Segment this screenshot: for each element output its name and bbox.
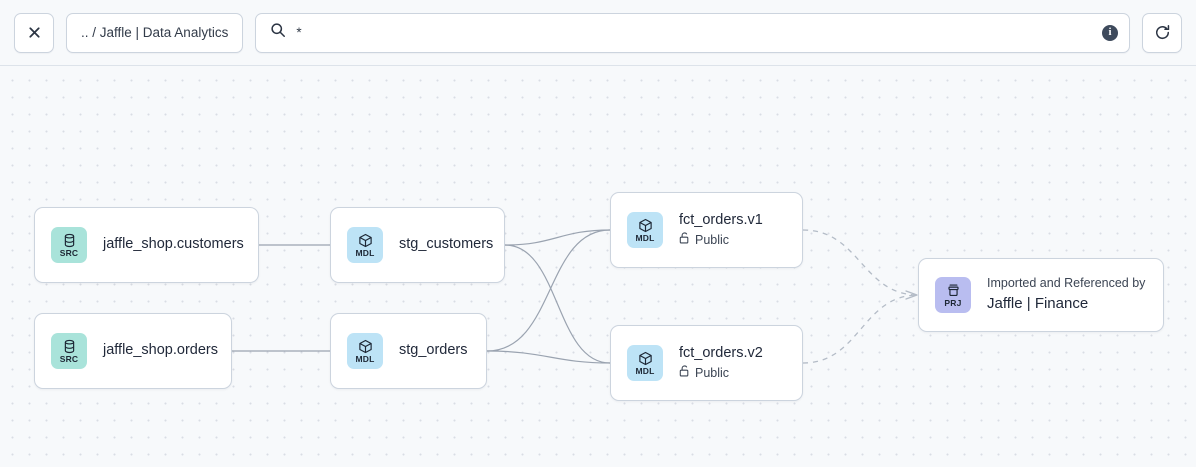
cube-icon [358,233,373,248]
graph-node-fct-orders-v2[interactable]: MDL fct_orders.v2 Public [610,325,803,401]
node-type-badge-prj: PRJ [935,277,971,313]
node-body: Imported and Referenced by Jaffle | Fina… [987,276,1145,313]
edge-fctv2-to-project [802,294,919,364]
search-icon [270,22,286,43]
node-body: stg_orders [399,342,468,359]
search-container: * i [255,12,1130,53]
node-type-badge-mdl: MDL [347,227,383,263]
graph-node-stg-customers[interactable]: MDL stg_customers [330,207,505,283]
project-icon [946,283,961,298]
node-title: fct_orders.v1 [679,211,763,228]
toolbar: .. / Jaffle | Data Analytics * i [0,0,1196,66]
node-body: stg_customers [399,236,494,253]
node-title: jaffle_shop.orders [103,342,219,359]
search-input[interactable]: * [255,12,1130,53]
breadcrumb-label: .. / Jaffle | Data Analytics [81,25,229,40]
node-body: fct_orders.v2 Public [679,345,763,381]
edge-stgcust-to-fctv1 [504,229,611,246]
node-title: fct_orders.v2 [679,344,763,361]
graph-canvas[interactable]: SRC jaffle_shop.customers SRC jaffle_sh [0,66,1196,467]
edge-fctv1-to-project [802,229,919,296]
node-access-label: Public [695,365,730,380]
badge-label: SRC [59,353,79,364]
refresh-button[interactable] [1142,12,1182,53]
badge-label: MDL [635,232,655,243]
node-title: Jaffle | Finance [987,294,1089,312]
info-icon[interactable]: i [1102,24,1118,41]
graph-node-jaffle-shop-customers[interactable]: SRC jaffle_shop.customers [34,207,259,283]
edge-stgorders-to-fctv1 [486,229,611,352]
node-type-badge-mdl: MDL [347,333,383,369]
node-body: fct_orders.v1 Public [679,212,763,248]
badge-label: MDL [355,353,375,364]
unlock-icon [679,365,690,381]
edge-stgorders-to-fctv2 [486,350,611,364]
cube-icon [638,218,653,233]
edge-arrowhead-project [905,290,918,300]
badge-label: SRC [59,247,79,258]
node-title: jaffle_shop.customers [103,236,244,253]
cube-icon [638,351,653,366]
graph-node-fct-orders-v1[interactable]: MDL fct_orders.v1 Public [610,192,803,268]
node-pretitle: Imported and Referenced by [987,276,1146,291]
database-icon [62,339,77,354]
node-type-badge-src: SRC [51,333,87,369]
edge-stgcust-to-fctv2 [504,244,611,364]
node-access: Public [679,232,763,248]
node-body: jaffle_shop.customers [103,236,244,253]
breadcrumb[interactable]: .. / Jaffle | Data Analytics [66,12,244,53]
search-value[interactable]: * [296,24,303,40]
node-type-badge-mdl: MDL [627,345,663,381]
graph-node-stg-orders[interactable]: MDL stg_orders [330,313,487,389]
close-icon [27,25,42,40]
refresh-icon [1154,24,1171,41]
graph-node-jaffle-finance-project[interactable]: PRJ Imported and Referenced by Jaffle | … [918,258,1164,332]
unlock-icon [679,232,690,248]
node-title: stg_orders [399,342,468,359]
close-button[interactable] [14,12,54,53]
badge-label: MDL [355,247,375,258]
node-body: jaffle_shop.orders [103,342,219,359]
database-icon [62,233,77,248]
badge-label: MDL [635,365,655,376]
graph-node-jaffle-shop-orders[interactable]: SRC jaffle_shop.orders [34,313,232,389]
node-access: Public [679,365,763,381]
cube-icon [358,339,373,354]
node-access-label: Public [695,232,730,247]
node-type-badge-mdl: MDL [627,212,663,248]
node-type-badge-src: SRC [51,227,87,263]
badge-label: PRJ [944,297,962,308]
node-title: stg_customers [399,236,494,253]
